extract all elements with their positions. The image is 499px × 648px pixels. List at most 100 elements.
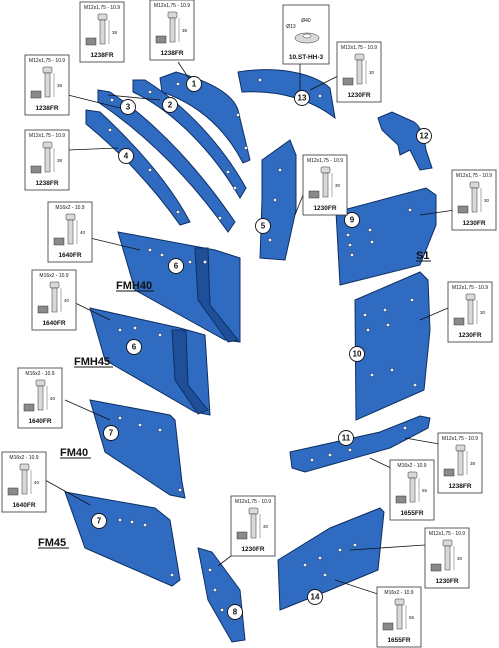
bolt-length: 38 bbox=[57, 83, 63, 88]
part-13-arc bbox=[237, 69, 336, 120]
bolt-box-b14: M16x2 - 10.9 55 1655FR bbox=[389, 459, 435, 521]
bolt-code: 1230FR bbox=[313, 205, 336, 212]
svg-text:14: 14 bbox=[311, 593, 320, 602]
svg-text:11: 11 bbox=[342, 434, 351, 443]
part-8-share bbox=[197, 547, 246, 643]
bolt-length: 55 bbox=[409, 615, 415, 620]
bolt-code: 1640FR bbox=[28, 418, 51, 425]
bolt-code: 1230FR bbox=[241, 546, 264, 553]
bolt-box-b10: M16x2 - 10.9 40 1640FR bbox=[17, 367, 63, 429]
callout-5: 5 bbox=[255, 218, 271, 234]
svg-text:10.ST-HH-3: 10.ST-HH-3 bbox=[289, 54, 324, 61]
bolt-code: 1640FR bbox=[42, 320, 65, 327]
part-6-fmh40-shin bbox=[194, 247, 239, 343]
bolt-code: 1238FR bbox=[90, 52, 113, 59]
part-5-shin bbox=[259, 139, 297, 261]
callout-4: 4 bbox=[118, 148, 134, 164]
callout-9: 9 bbox=[344, 212, 360, 228]
bolt-length: 38 bbox=[182, 28, 188, 33]
callout-6-fmh40: 6 bbox=[168, 258, 184, 274]
part-6-fmh45-shin bbox=[171, 329, 209, 415]
svg-text:5: 5 bbox=[261, 222, 266, 231]
svg-text:9: 9 bbox=[350, 216, 355, 225]
callout-1: 1 bbox=[186, 76, 202, 92]
part-3-blade bbox=[97, 89, 236, 233]
model-label-fmh40: FMH40 bbox=[116, 280, 152, 292]
bolt-code: 1655FR bbox=[387, 637, 410, 644]
bolt-length: 38 bbox=[470, 461, 476, 466]
bolt-spec: M16x2 - 10.9 bbox=[384, 590, 413, 596]
svg-text:12: 12 bbox=[420, 132, 429, 141]
bolt-length: 30 bbox=[480, 310, 486, 315]
bolt-box-b2: M12x1,75 - 10.9 38 1238FR bbox=[79, 1, 125, 63]
bolt-spec: M12x1,75 - 10.9 bbox=[29, 133, 65, 139]
bolt-spec: M16x2 - 10.9 bbox=[39, 273, 68, 279]
bolt-length: 55 bbox=[422, 488, 428, 493]
bolt-spec: M12x1,75 - 10.9 bbox=[29, 58, 65, 64]
model-label-s1: S1 bbox=[416, 250, 429, 262]
bolt-box-b17: M16x2 - 10.9 55 1655FR bbox=[376, 586, 422, 648]
bolt-length: 38 bbox=[57, 158, 63, 163]
part-holes bbox=[107, 77, 418, 613]
bolt-code: 1230FR bbox=[347, 92, 370, 99]
model-label-fm40: FM40 bbox=[60, 447, 88, 459]
callout-10: 10 bbox=[349, 346, 365, 362]
svg-text:3: 3 bbox=[126, 103, 131, 112]
bolt-box-b16: M12x1,75 - 10.9 30 1230FR bbox=[424, 527, 470, 589]
bolt-code: 1230FR bbox=[435, 578, 458, 585]
callout-14: 14 bbox=[307, 589, 323, 605]
svg-text:2: 2 bbox=[168, 101, 173, 110]
bolt-length: 38 bbox=[112, 30, 118, 35]
bolt-spec: M12x1,75 - 10.9 bbox=[84, 5, 120, 11]
bolt-length: 40 bbox=[80, 230, 86, 235]
bolt-code: 1238FR bbox=[160, 50, 183, 57]
callout-8: 8 bbox=[227, 604, 243, 620]
bolt-spec: M16x2 - 10.9 bbox=[9, 455, 38, 461]
washer-box: Ø40 Ø13 10.ST-HH-3 bbox=[282, 4, 330, 65]
bolt-code: 1238FR bbox=[35, 180, 58, 187]
svg-text:6: 6 bbox=[174, 262, 179, 271]
bolt-box-b3: M12x1,75 - 10.9 38 1238FR bbox=[24, 54, 70, 116]
bolt-box-b8: M16x2 - 10.9 40 1640FR bbox=[47, 201, 93, 263]
svg-text:6: 6 bbox=[132, 343, 137, 352]
bolt-spec: M16x2 - 10.9 bbox=[397, 463, 426, 469]
bolt-length: 30 bbox=[369, 70, 375, 75]
part-7-fm45-mouldboard bbox=[64, 491, 181, 587]
bolt-code: 1640FR bbox=[58, 252, 81, 259]
bolt-spec: M12x1,75 - 10.9 bbox=[429, 531, 465, 537]
svg-text:1: 1 bbox=[192, 80, 197, 89]
bolt-code: 1640FR bbox=[12, 502, 35, 509]
part-9-plate bbox=[335, 187, 437, 286]
svg-text:10: 10 bbox=[353, 350, 362, 359]
callout-2: 2 bbox=[162, 97, 178, 113]
bolt-spec: M12x1,75 - 10.9 bbox=[235, 499, 271, 505]
bolt-code: 1238FR bbox=[35, 105, 58, 112]
svg-text:8: 8 bbox=[233, 608, 238, 617]
bolt-length: 30 bbox=[457, 556, 463, 561]
svg-text:13: 13 bbox=[298, 94, 307, 103]
bolt-code: 1655FR bbox=[400, 510, 423, 517]
bolt-spec: M12x1,75 - 10.9 bbox=[307, 158, 343, 164]
callout-3: 3 bbox=[120, 99, 136, 115]
part-4-blade bbox=[85, 109, 191, 226]
part-7-fm40-mouldboard bbox=[89, 399, 186, 499]
bolt-spec: M16x2 - 10.9 bbox=[25, 371, 54, 377]
svg-text:7: 7 bbox=[97, 517, 102, 526]
bolt-length: 40 bbox=[64, 298, 70, 303]
svg-text:Ø13: Ø13 bbox=[286, 24, 296, 30]
callout-6-fmh45: 6 bbox=[126, 339, 142, 355]
bolt-spec: M12x1,75 - 10.9 bbox=[442, 436, 478, 442]
callout-7-fm40: 7 bbox=[103, 425, 119, 441]
model-label-fm45: FM45 bbox=[38, 537, 66, 549]
bolt-spec: M16x2 - 10.9 bbox=[55, 205, 84, 211]
bolt-length: 40 bbox=[50, 396, 56, 401]
bolt-code: 1230FR bbox=[462, 220, 485, 227]
callout-13: 13 bbox=[294, 90, 310, 106]
